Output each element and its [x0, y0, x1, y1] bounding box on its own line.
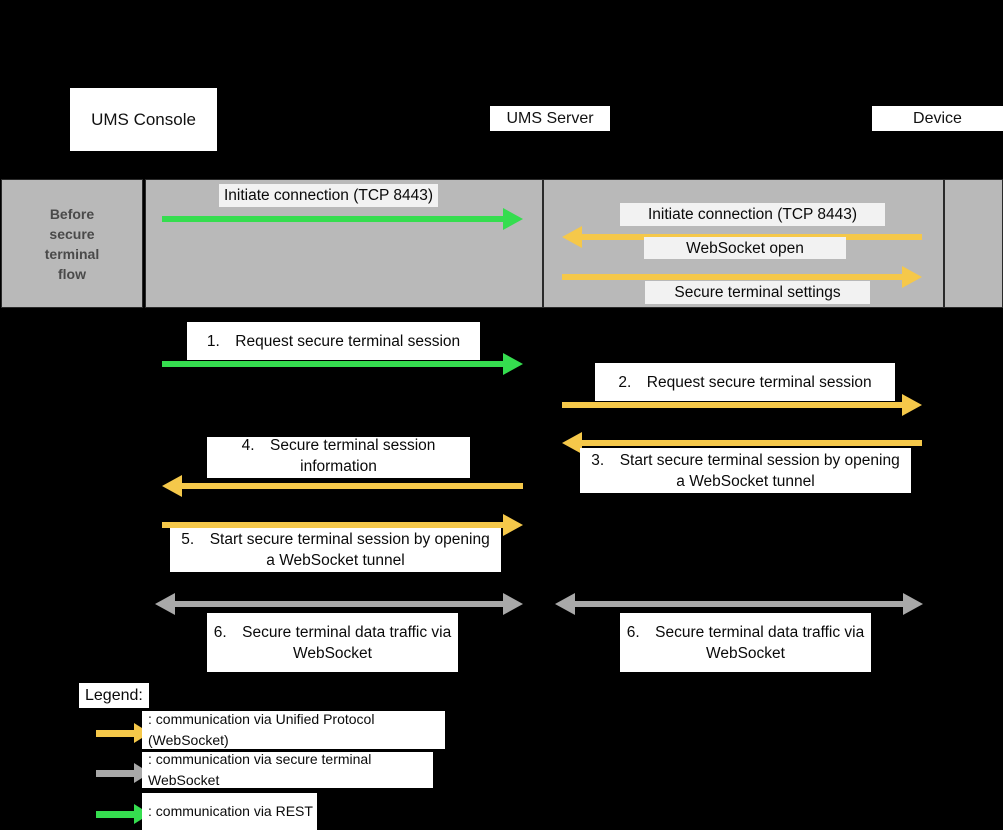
- arrowhead-right-icon: [902, 394, 922, 416]
- label-band-msg-1: Initiate connection (TCP 8443): [219, 184, 438, 207]
- legend-title: Legend:: [79, 683, 149, 708]
- arrow-shaft: [96, 811, 134, 818]
- phase-band-title: Before secure terminal flow: [44, 206, 100, 282]
- arrow-shaft: [162, 522, 503, 528]
- arrow-shaft: [575, 601, 903, 607]
- arrow-shaft: [582, 440, 922, 446]
- label-step-4: 4. Secure terminal session information: [207, 437, 470, 478]
- participant-ums-console: UMS Console: [70, 88, 217, 151]
- arrowhead-left-icon: [562, 432, 582, 454]
- label-step-6-left: 6. Secure terminal data traffic via WebS…: [207, 613, 458, 672]
- arrowhead-right-icon: [503, 208, 523, 230]
- label-step-6-right: 6. Secure terminal data traffic via WebS…: [620, 613, 871, 672]
- arrowhead-left-icon: [162, 475, 182, 497]
- phase-band-cell-device: [944, 179, 1003, 308]
- arrow-shaft: [562, 274, 902, 280]
- label-band-msg-4: Secure terminal settings: [645, 281, 870, 304]
- legend-label-secure-terminal-websocket: : communication via secure terminal WebS…: [142, 752, 433, 788]
- label-step-2: 2. Request secure terminal session: [595, 363, 895, 401]
- arrow-shaft: [175, 601, 503, 607]
- participant-device: Device: [872, 106, 1003, 131]
- arrow-shaft: [182, 483, 523, 489]
- arrow-shaft: [96, 730, 134, 737]
- label-band-msg-3: WebSocket open: [644, 237, 846, 259]
- arrowhead-left-icon: [155, 593, 175, 615]
- participant-ums-console-label: UMS Console: [91, 109, 196, 129]
- legend-label-unified-protocol: : communication via Unified Protocol (We…: [142, 711, 445, 749]
- arrow-shaft: [162, 216, 503, 222]
- arrow-shaft: [562, 402, 902, 408]
- participant-device-label: Device: [913, 109, 962, 127]
- label-step-5: 5. Start secure terminal session by open…: [170, 528, 501, 572]
- phase-band-cell-label: [1, 179, 143, 308]
- arrowhead-right-icon: [903, 593, 923, 615]
- arrow-shaft: [162, 361, 503, 367]
- arrowhead-left-icon: [562, 226, 582, 248]
- arrowhead-right-icon: [503, 593, 523, 615]
- participant-ums-server-label: UMS Server: [506, 109, 594, 127]
- arrowhead-right-icon: [503, 514, 523, 536]
- participant-ums-server: UMS Server: [490, 106, 610, 131]
- legend-label-rest: : communication via REST: [142, 793, 317, 830]
- arrow-shaft: [96, 770, 134, 777]
- arrowhead-left-icon: [555, 593, 575, 615]
- arrowhead-right-icon: [503, 353, 523, 375]
- arrowhead-right-icon: [902, 266, 922, 288]
- label-step-1: 1. Request secure terminal session: [187, 322, 480, 360]
- label-band-msg-2: Initiate connection (TCP 8443): [620, 203, 885, 226]
- label-step-3: 3. Start secure terminal session by open…: [580, 448, 911, 493]
